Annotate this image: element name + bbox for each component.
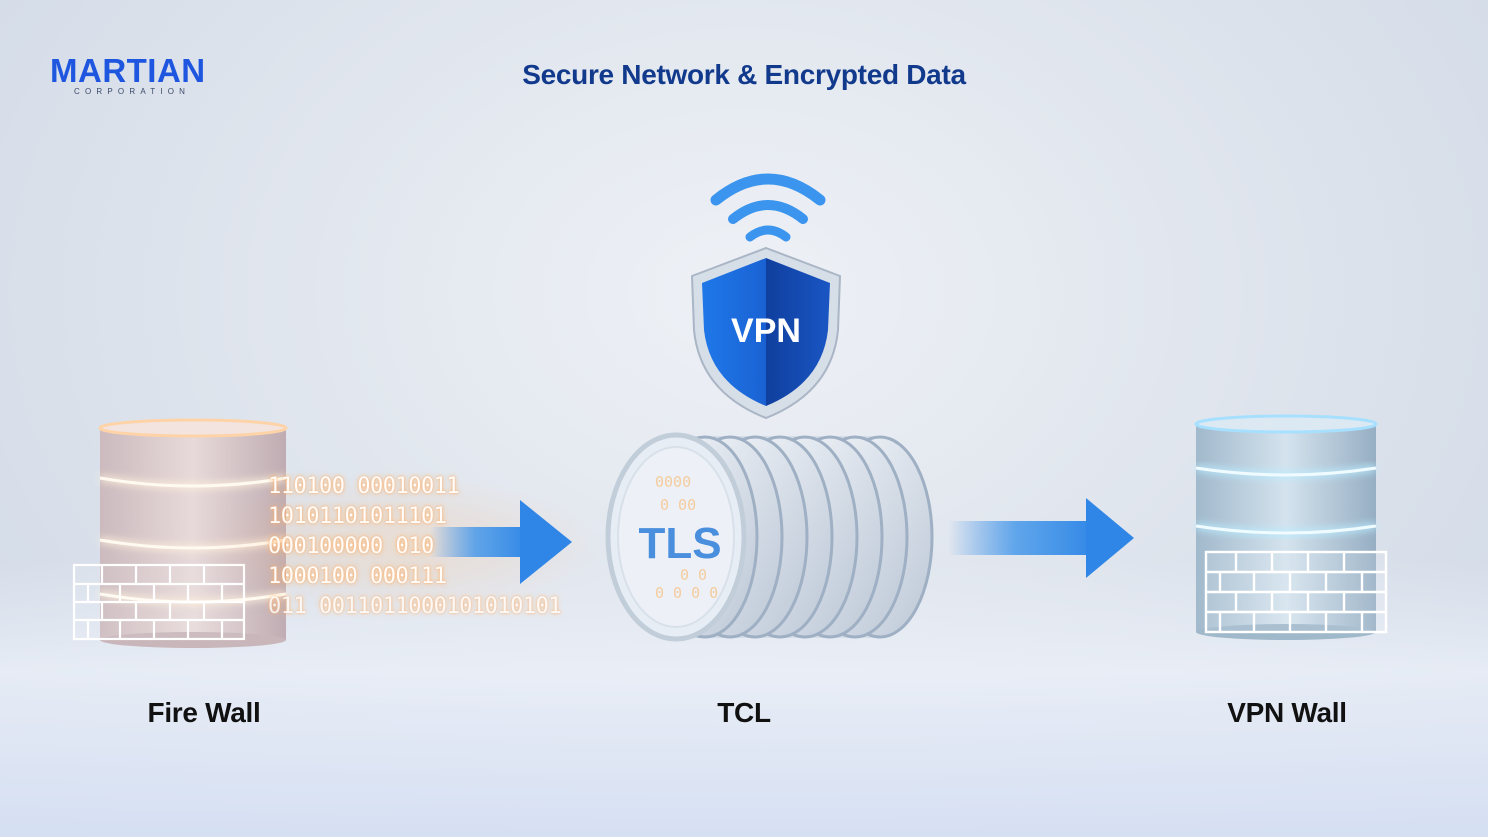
binary-line: 011 0011011000101010101 bbox=[268, 594, 562, 619]
binary-data-stream: 110100 00010011 10101101011101 000100000… bbox=[268, 472, 648, 622]
vpn-wall-server bbox=[1194, 414, 1378, 640]
label-vpn-wall: VPN Wall bbox=[1227, 697, 1347, 728]
svg-text:0000: 0000 bbox=[655, 473, 691, 491]
brick-wall-icon bbox=[1204, 550, 1388, 634]
label-tcl: TCL bbox=[717, 697, 771, 728]
binary-line: 000100000 010 bbox=[268, 534, 434, 559]
shield-icon: VPN bbox=[690, 246, 842, 420]
arrow-right-icon bbox=[948, 498, 1134, 578]
page-title: Secure Network & Encrypted Data bbox=[522, 59, 966, 90]
svg-text:0 0: 0 0 bbox=[680, 566, 707, 584]
arrow-right-icon bbox=[430, 500, 572, 584]
wifi-icon bbox=[710, 173, 826, 242]
cylinder-label: TLS bbox=[638, 519, 721, 568]
data-glow bbox=[200, 475, 600, 615]
logo-tagline: CORPORATION bbox=[74, 87, 191, 96]
logo-wordmark: MARTIAN bbox=[50, 52, 206, 89]
binary-line: 110100 00010011 bbox=[268, 474, 460, 499]
svg-text:0 0 0 0: 0 0 0 0 bbox=[655, 584, 718, 602]
martian-logo: MARTIAN CORPORATION bbox=[50, 52, 250, 97]
label-fire-wall: Fire Wall bbox=[147, 697, 261, 728]
binary-line: 1000100 000111 bbox=[268, 564, 447, 589]
svg-text:0 00: 0 00 bbox=[660, 496, 696, 514]
server-cylinder-icon: 0000 0 00 0 0 0 0 0 0 TLS bbox=[605, 432, 934, 642]
binary-line: 10101101011101 bbox=[268, 504, 447, 529]
brick-wall-icon bbox=[72, 563, 246, 641]
shield-label: VPN bbox=[731, 312, 801, 350]
